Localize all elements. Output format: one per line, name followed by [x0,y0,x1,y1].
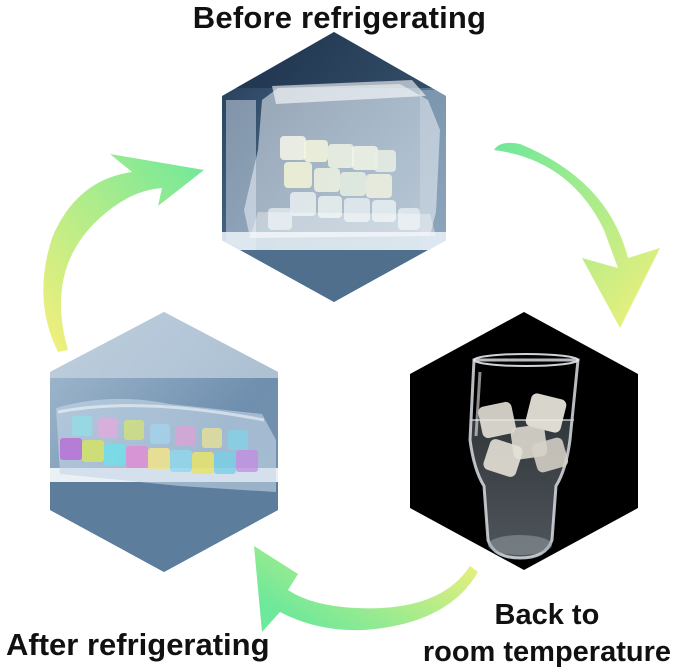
photo-ice-cubes-in-glass-of-water [410,312,638,570]
step-caption-back-to-room-temperature: Back to room temperature [423,597,671,671]
step-caption-line-1: Back to [494,599,600,631]
step-caption-before-refrigerating: Before refrigerating [192,0,487,35]
arrow-top-to-right [494,142,660,328]
photo-bag-of-colorful-cubes-on-fridge-shelf [50,312,278,572]
ice-cubes-in-glass [478,393,569,477]
arrow-left-to-top [43,154,204,352]
photo-bag-of-ice-cubes-in-freezer [222,32,446,302]
arrow-right-to-left [254,546,478,632]
step-caption-after-refrigerating: After refrigerating [6,627,270,662]
ice-cubes-in-bag [268,136,420,230]
colorful-cubes-in-bag [60,416,258,474]
step-caption-line-2: room temperature [422,636,671,668]
